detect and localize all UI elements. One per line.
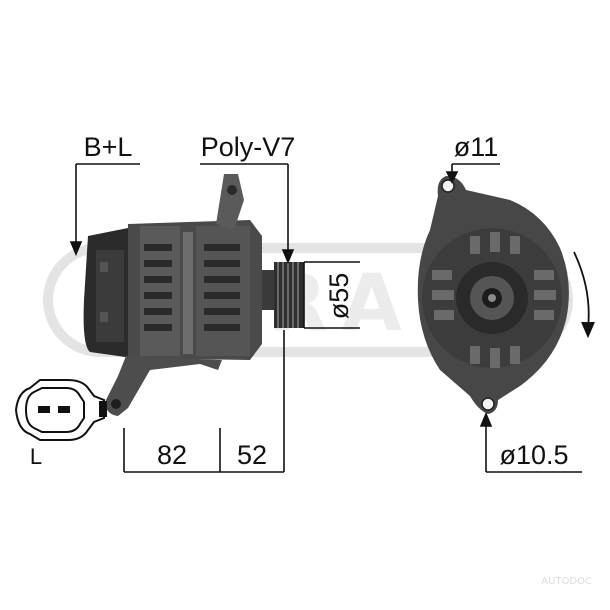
plug-connector-outline — [14, 379, 107, 441]
plug-label: L — [30, 444, 42, 469]
bottom-hole-label: ø10.5 — [499, 440, 568, 470]
bottom-hole-leader — [479, 411, 582, 473]
top-hole-label: ø11 — [454, 132, 499, 162]
length-dimensions — [123, 330, 285, 473]
plug-pins — [38, 406, 70, 413]
connector-label: B+L — [84, 132, 133, 162]
alternator-front-view — [417, 176, 569, 414]
pulley-diameter-label: ø55 — [324, 273, 354, 320]
top-hole-leader — [445, 163, 500, 184]
watermark-site-text: AUTODOC — [541, 576, 592, 587]
dimension-82-label: 82 — [157, 440, 187, 470]
alternator-side-view — [83, 174, 304, 416]
pulley-label: Poly-V7 — [201, 132, 296, 162]
connector-leader-line — [69, 163, 140, 257]
pulley-leader-line — [200, 163, 295, 265]
pulley-diameter-dimension — [303, 261, 360, 329]
dimension-52-label: 52 — [237, 440, 267, 470]
rotation-arrow — [573, 251, 595, 339]
